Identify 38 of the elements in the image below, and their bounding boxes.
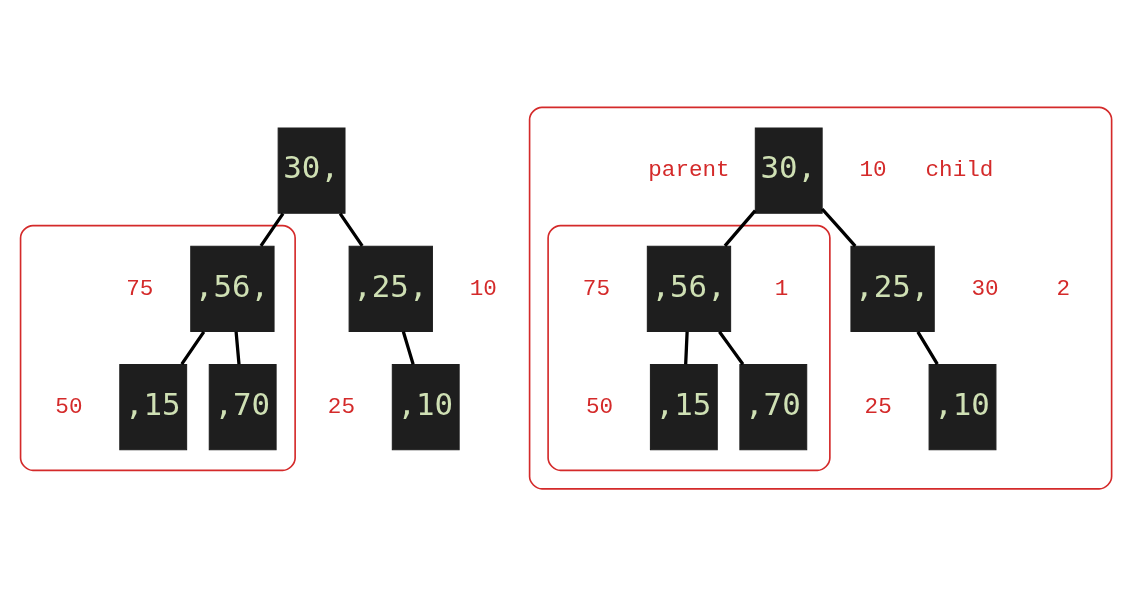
connector	[338, 212, 364, 247]
label: parent	[648, 156, 730, 183]
node-label: 30	[971, 275, 999, 302]
connector	[718, 330, 745, 365]
node-label: 10	[469, 275, 497, 302]
node-label: 50	[585, 393, 614, 420]
node-box: ,56,	[646, 245, 732, 332]
connector	[401, 330, 415, 365]
node-label: 2	[1056, 275, 1071, 302]
node-label: 75	[126, 275, 154, 302]
cluster	[19, 224, 296, 471]
node-box: ,10	[928, 363, 997, 450]
node-label: 1	[774, 275, 789, 302]
node-box: ,15	[119, 363, 188, 450]
cluster	[547, 224, 831, 471]
connector	[180, 330, 206, 365]
node-box: ,70	[208, 363, 277, 450]
node-box: ,25,	[348, 245, 433, 332]
node-box: 30,	[754, 126, 823, 214]
connector	[234, 331, 241, 364]
node-label: 25	[327, 393, 355, 420]
node-box: ,70	[739, 363, 808, 450]
node-box: ,10	[391, 363, 460, 450]
connector	[259, 212, 285, 247]
node-box: 30,	[277, 126, 346, 214]
node-box: ,25,	[850, 245, 935, 332]
connector	[820, 207, 857, 247]
cluster	[528, 106, 1113, 490]
label: child	[925, 156, 994, 183]
node-label: 50	[55, 393, 83, 420]
node-label: 75	[582, 275, 610, 302]
connector	[723, 209, 757, 247]
node-label: 10	[859, 156, 887, 183]
connector	[916, 330, 939, 365]
node-box: ,15	[649, 363, 718, 450]
node-label: 25	[864, 393, 892, 420]
connector	[684, 331, 689, 364]
node-box: ,56,	[190, 245, 275, 332]
